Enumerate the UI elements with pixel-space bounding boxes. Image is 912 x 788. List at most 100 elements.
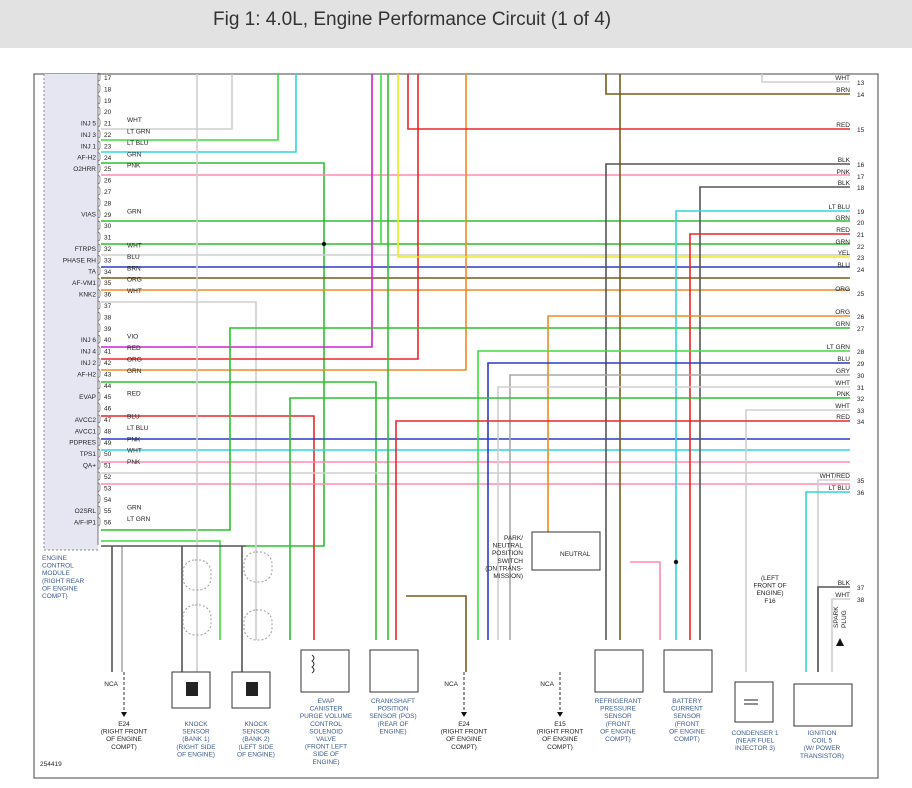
knock1-caption-line-0: KNOCK [184,721,208,728]
wire-org-42 [101,74,467,371]
evap-caption-line-0: EVAP [318,698,335,705]
right-ref-color-label: WHT/RED [820,473,851,480]
ecm-pin-number: 44 [104,383,112,390]
ecm-wire-color-label: ORG [127,277,142,284]
ecm-wire-color-label: WHT [127,448,142,455]
ecm-pin-bracket [97,141,101,150]
ecm-wire-color-label: PNK [127,459,141,466]
ecm-pin-number: 23 [104,143,112,150]
ground-e15-caption-line-2: OF ENGINE [542,736,578,743]
ecm-pin-bracket [97,289,101,298]
wire-red-15 [407,74,850,130]
right-ref-color-label: RED [836,414,850,421]
ecm-pin-number: 38 [104,314,112,321]
knock1-caption-line-4: OF ENGINE) [177,751,215,758]
shield-oval [182,604,212,636]
ecm-pin-bracket [97,471,101,481]
ecm-pin-number: 21 [104,121,112,128]
ecm-wire-color-label: LT BLU [127,425,149,432]
wire-wht-red-35 [817,479,850,672]
wire-org-26 [547,315,850,532]
right-ref-number: 27 [857,326,865,333]
ecm-pin-number: 24 [104,155,112,162]
right-ref-number: 34 [857,419,865,426]
refrig-caption-line-1: PRESSURE [600,706,636,713]
right-ref-color-label: ORG [835,309,850,316]
knock2-caption-line-3: (LEFT SIDE [239,744,275,751]
ecm-pin-bracket [97,369,101,378]
wire-ltgrn-22 [101,74,279,141]
wire-ltblu-36 [805,491,850,672]
condenser [734,681,774,723]
ecm-pin-number: 42 [104,360,112,367]
coil-caption-line-0: IGNITION [808,730,837,737]
right-ref-number: 21 [857,232,865,239]
ecm-pin-bracket [97,437,101,447]
ecm-signal-label: INJ 2 [81,360,97,367]
battery-current-sensor [663,649,713,693]
ecm-signal-label: VIAS [81,212,96,219]
pnp-caption-line-3: SWITCH [497,558,523,565]
ecm-pin-number: 29 [104,212,112,219]
ecm-wire-color-label: RED [127,391,141,398]
diagram-frame [33,73,879,779]
ecm-pin-bracket [97,483,101,492]
wire-blu-29 [487,362,850,640]
right-ref-number: 37 [857,585,865,592]
wire-ltgrn-28 [477,350,850,640]
right-ref-color-label: GRN [836,215,851,222]
ecm-signal-label: INJ 4 [81,349,97,356]
ecm-signal-label: O2SRL [75,508,97,515]
knock1-caption-line-3: (RIGHT SIDE [176,744,216,751]
ground-e15-caption-line-0: E15 [554,721,566,728]
coil-caption-line-1: COIL 5 [812,738,833,745]
right-ref-color-label: BRN [836,87,850,94]
ecm-wire-color-label: GRN [127,505,142,512]
right-ref-number: 32 [857,396,865,403]
spark-arrow-icon [836,638,844,646]
wire-wht-33 [745,409,850,672]
solenoid-coil-icon [311,654,315,674]
ecm-wire-color-label: LT GRN [127,129,151,136]
ecm-wire-color-label: GRN [127,368,142,375]
wire-grn-24 [101,162,325,547]
ecm-wire-color-label: LT BLU [127,140,149,147]
neutral-label: NEUTRAL [560,551,591,558]
ecm-pin-bracket [97,334,101,344]
ecm-signal-label: AVCC2 [75,417,97,424]
ecm-signal-label: INJ 3 [81,132,97,139]
ecm-pin-bracket [97,346,101,355]
right-ref-color-label: LT BLU [829,485,851,492]
right-ref-color-label: WHT [835,75,850,82]
splice-dot [673,559,679,565]
cks-caption-line-3: (REAR OF [377,721,408,728]
right-ref-color-label: PNK [837,169,851,176]
ground-e24a-caption-line-3: COMPT) [111,744,137,751]
ecm-pin-bracket [97,255,101,264]
cks-caption-line-4: ENGINE) [379,728,406,735]
ecm-pin-number: 37 [104,303,112,310]
ecm-pin-bracket [97,72,101,82]
ground-e24a-caption-line-0: E24 [118,721,130,728]
ecm-signal-label: INJ 6 [81,337,97,344]
ecm-pin-number: 40 [104,337,112,344]
right-ref-color-label: BLU [837,356,850,363]
pnp-caption-line-5: MISSION) [493,573,523,580]
wire-grn-55-27 [101,327,850,531]
ecm-wire-color-label: LT GRN [127,516,151,523]
wire-brn-shield [406,595,467,672]
ecm-pin-number: 53 [104,485,112,492]
ground-e24b-caption-line-0: E24 [458,721,470,728]
wire-ltgrn-56 [101,540,221,640]
evap-solenoid [300,649,350,693]
ground-e24b-caption-line-3: COMPT) [451,744,477,751]
wire-blk-16 [605,163,850,640]
ecm-pin-number: 27 [104,189,112,196]
ecm-pin-bracket [97,106,101,116]
wire-red-41 [101,74,419,360]
ecm-pin-bracket [97,220,101,230]
ecm-wire-color-label: BLU [127,254,140,261]
ecm-pin-number: 39 [104,326,112,333]
ecm-wire-color-label: WHT [127,243,142,250]
